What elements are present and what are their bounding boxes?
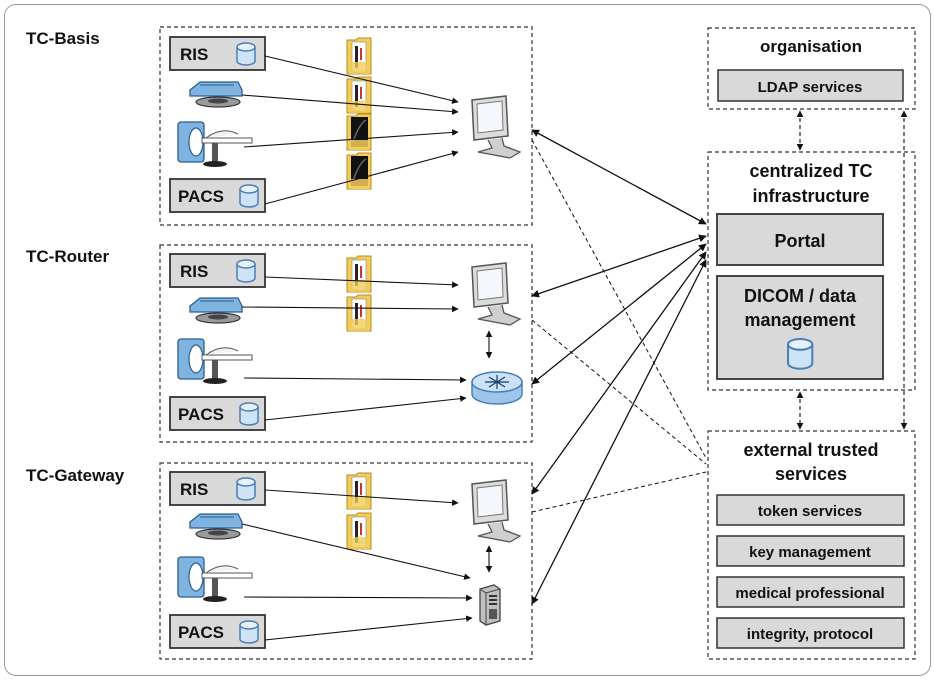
vertical-links: [796, 110, 908, 430]
database-icon: [236, 259, 256, 283]
database-icon: [239, 184, 259, 208]
tc-basis-container: [159, 26, 533, 226]
tc-basis-ris-box: RIS: [169, 36, 266, 71]
folder-icon: [346, 472, 372, 510]
ris-label: RIS: [180, 262, 208, 281]
centralized-title-line2: infrastructure: [752, 186, 869, 206]
tc-basis-pacs-box: PACS: [169, 178, 266, 213]
key-management-box: key management: [716, 535, 905, 567]
ct-scanner-icon: [177, 121, 253, 168]
database-icon: [236, 477, 256, 501]
external-title-line1: external trusted: [743, 440, 878, 460]
folder-icon: [346, 512, 372, 550]
portal-box: Portal: [716, 213, 884, 266]
centralized-title-line1: centralized TC: [749, 161, 872, 181]
pacs-label: PACS: [178, 623, 224, 642]
database-icon: [786, 337, 814, 370]
pacs-label: PACS: [178, 405, 224, 424]
medical-professional-box: medical professional: [716, 576, 905, 608]
ldap-services-box: LDAP services: [717, 69, 904, 102]
database-icon: [239, 402, 259, 426]
dicom-label-line2: management: [744, 310, 855, 330]
tc-gateway-pacs-box: PACS: [169, 614, 266, 649]
folder-icon: [346, 255, 372, 293]
organisation-title: organisation: [760, 37, 862, 56]
external-title-line2: services: [775, 464, 847, 484]
service-label: token services: [758, 503, 862, 520]
section-title-tc-router: TC-Router: [26, 247, 109, 266]
service-label: integrity, protocol: [747, 626, 873, 643]
service-label: medical professional: [735, 585, 884, 602]
dicom-label-line1: DICOM / data: [744, 286, 857, 306]
folder-icon: [346, 113, 372, 151]
organisation-container: [707, 27, 916, 110]
ldap-services-label: LDAP services: [758, 79, 863, 96]
central-links: [531, 129, 707, 605]
monitor-icon: [471, 262, 521, 326]
external-links: [531, 139, 707, 513]
section-title-tc-gateway: TC-Gateway: [26, 466, 125, 485]
server-icon: [479, 584, 501, 626]
ct-scanner-icon: [177, 556, 253, 603]
database-icon: [239, 620, 259, 644]
dicom-data-management-box: DICOM / data management: [716, 275, 884, 380]
centralized-container: [707, 151, 916, 391]
folder-icon: [346, 152, 372, 190]
tc-router-pacs-box: PACS: [169, 396, 266, 431]
integrity-protocol-box: integrity, protocol: [716, 617, 905, 649]
ris-label: RIS: [180, 480, 208, 499]
token-services-box: token services: [716, 494, 905, 526]
router-icon: [471, 371, 523, 405]
portal-label: Portal: [774, 231, 825, 251]
ct-scanner-icon: [177, 338, 253, 385]
folder-icon: [346, 294, 372, 332]
ris-label: RIS: [180, 45, 208, 64]
section-title-tc-basis: TC-Basis: [26, 29, 100, 48]
database-icon: [236, 42, 256, 66]
tc-router-ris-box: RIS: [169, 253, 266, 288]
service-label: key management: [749, 544, 871, 561]
monitor-icon: [471, 95, 521, 159]
folder-icon: [346, 37, 372, 75]
scanner-icon: [189, 297, 243, 324]
scanner-icon: [189, 513, 243, 540]
scanner-icon: [189, 81, 243, 108]
folder-icon: [346, 76, 372, 114]
external-container: [707, 430, 916, 660]
tc-gateway-ris-box: RIS: [169, 471, 266, 506]
monitor-icon: [471, 479, 521, 543]
pacs-label: PACS: [178, 187, 224, 206]
